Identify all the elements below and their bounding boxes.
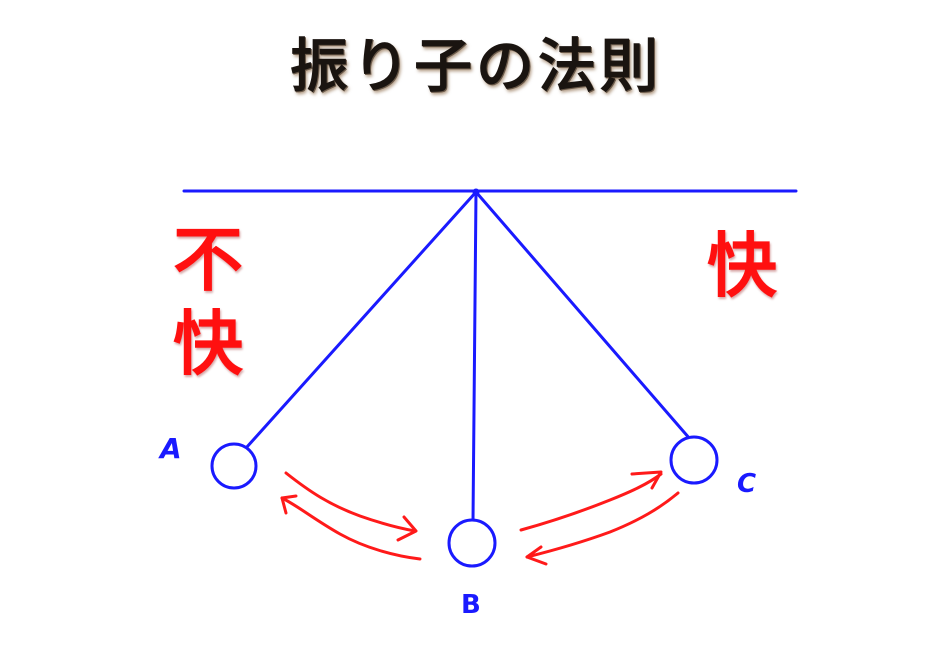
string-b <box>471 190 478 523</box>
point-label-b: B <box>461 590 481 620</box>
page-title: 振り子の法則 <box>289 32 662 100</box>
arrow-b-to-c <box>519 470 663 532</box>
unpleasant-label-char-1: 不 <box>173 219 243 301</box>
bob-a <box>210 442 258 490</box>
arrow-c-to-b <box>525 491 680 566</box>
arrow-b-to-a <box>280 494 422 561</box>
unpleasant-label-char-2: 快 <box>173 303 243 385</box>
point-label-a: A <box>158 432 182 465</box>
arrow-a-to-b <box>284 471 418 542</box>
string-a <box>244 190 478 450</box>
pleasant-label: 快 <box>707 225 777 307</box>
bob-b <box>447 518 497 568</box>
bob-c <box>669 435 719 485</box>
point-label-c: C <box>737 469 756 499</box>
string-c <box>474 190 692 441</box>
unpleasant-label: 不 快 <box>166 218 250 386</box>
